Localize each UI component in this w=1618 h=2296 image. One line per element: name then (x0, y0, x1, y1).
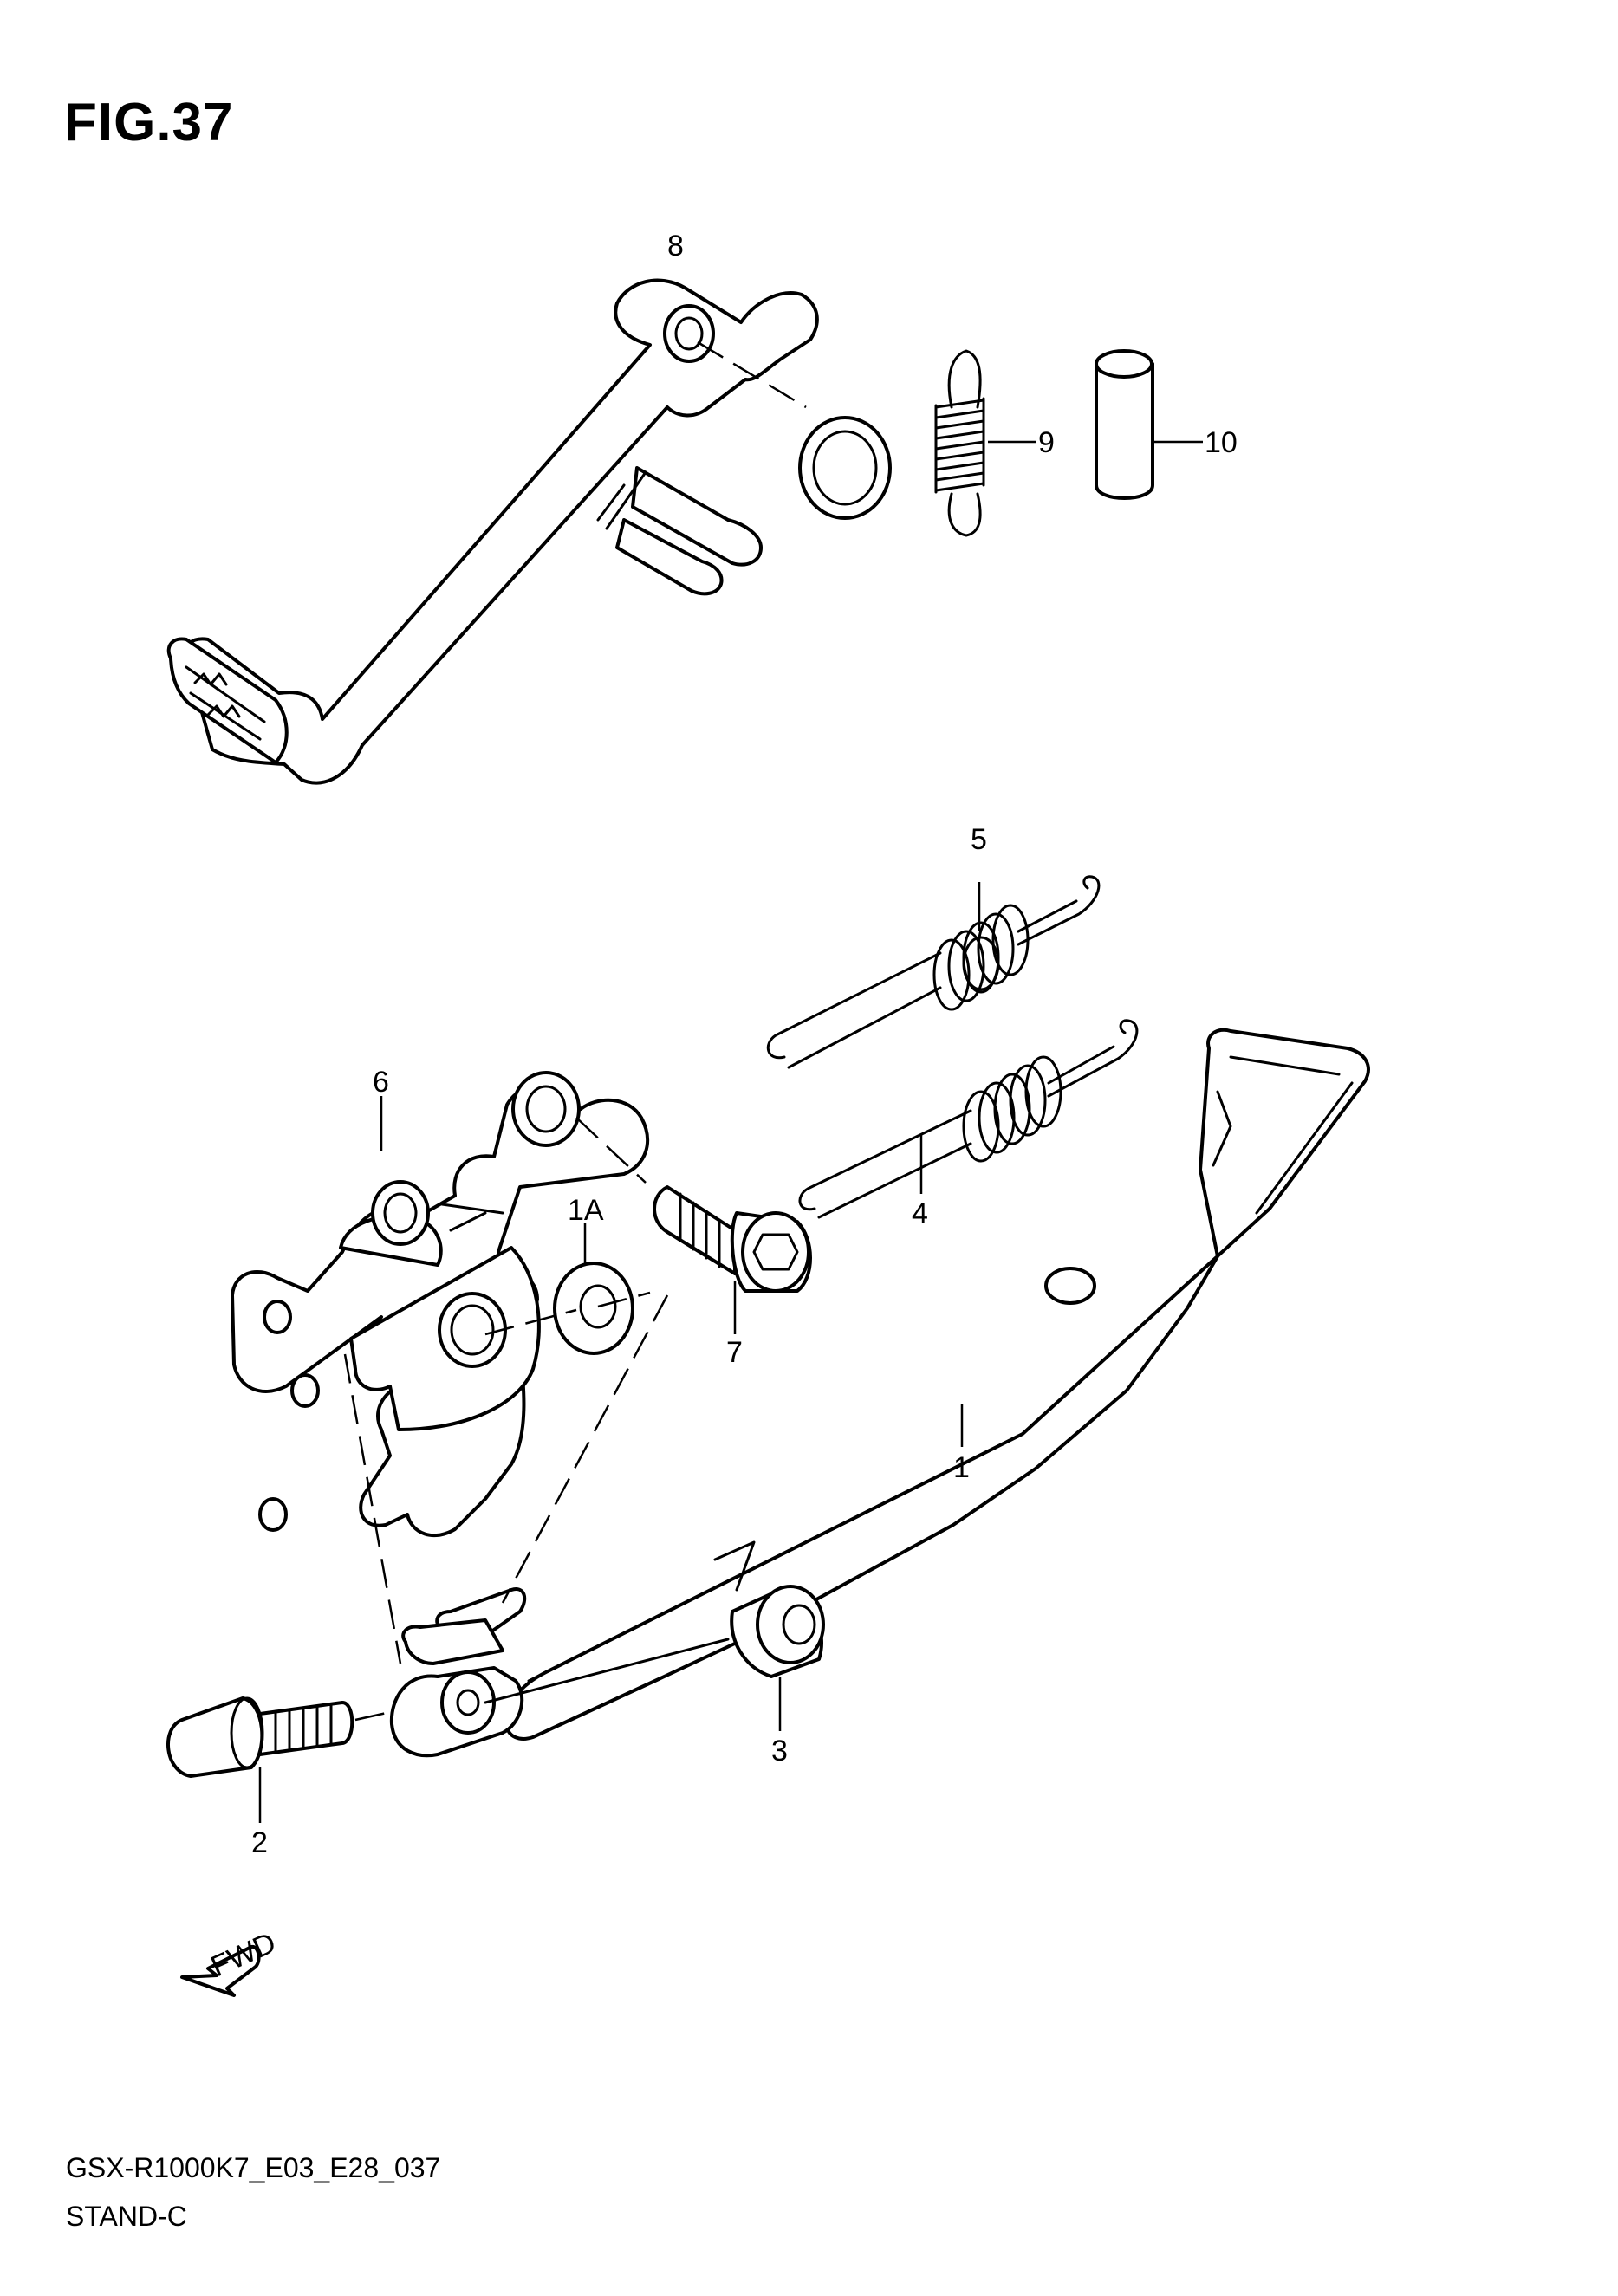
bolt-part-2 (166, 1696, 354, 1778)
bolt-part-7 (653, 1185, 812, 1293)
washer-part-1a (553, 1262, 634, 1355)
spring-part-5 (766, 875, 1101, 1069)
callout-9: 9 (1038, 426, 1055, 459)
collar-part-10 (1095, 349, 1154, 500)
callout-7: 7 (726, 1336, 743, 1369)
callout-3: 3 (771, 1735, 788, 1767)
nut-part-3 (730, 1585, 825, 1678)
callout-4: 4 (912, 1197, 928, 1230)
callout-8: 8 (667, 230, 684, 263)
callout-2: 2 (251, 1826, 268, 1859)
spring-part-9 (934, 349, 985, 537)
callout-6: 6 (373, 1066, 389, 1099)
callout-1a: 1A (568, 1194, 604, 1227)
side-stand-part-1 (389, 1028, 1370, 1758)
section-name: STAND-C (66, 2201, 187, 2232)
brake-pedal-part-8 (166, 278, 819, 785)
model-code: GSX-R1000K7_E03_E28_037 (66, 2152, 441, 2183)
spring-part-4 (798, 1019, 1139, 1219)
figure-title: FIG.37 (64, 93, 234, 152)
fwd-arrow-icon: FWD (180, 1926, 281, 1997)
stand-bracket-part-6 (231, 1071, 650, 1538)
callout-5: 5 (971, 823, 987, 856)
callout-10: 10 (1205, 426, 1238, 459)
washer (798, 416, 892, 520)
callout-1: 1 (953, 1451, 970, 1484)
